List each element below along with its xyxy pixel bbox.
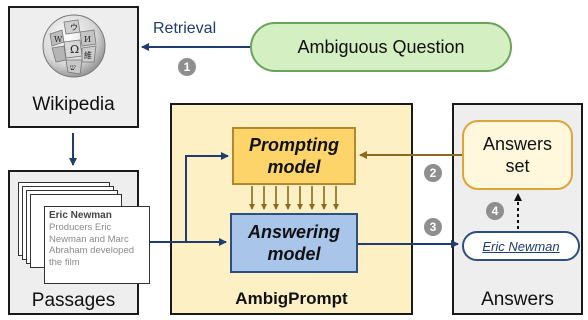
ambiguous-question-box: Ambiguous Question [250,22,512,72]
answering-model-box: Answering model [230,213,358,273]
answers-panel-label: Answers [481,289,554,310]
step-3-badge: 3 [424,218,442,236]
answer-item-text: Eric Newman [482,238,560,254]
passage-document: Eric Newman Producers Eric Newman and Ma… [44,206,150,284]
passage-doc-title: Eric Newman [49,210,112,221]
svg-text:W: W [54,35,63,44]
passage-doc-line-3: Abraham developed [49,245,135,256]
answering-model-line2: model [267,244,321,264]
prompt-arrows [249,186,339,210]
answers-set-box: Answers set [462,120,573,190]
svg-text:И: И [84,35,91,44]
wikipedia-panel: Ω W И ウ 維 ש Wikipedia [8,6,139,128]
prompting-model-box: Prompting model [232,127,356,185]
passage-doc-line-4: the film [49,256,80,268]
svg-text:ש: ש [70,63,76,72]
prompting-model-line2: model [267,157,321,177]
answering-model-line1: Answering [247,222,340,242]
step-4-badge: 4 [486,202,504,220]
ambigprompt-label: AmbigPrompt [235,289,348,308]
passages-to-prompting-arrow [150,152,229,243]
answer-item-pill: Eric Newman [462,231,580,261]
answers-set-line2: set [505,156,530,176]
step-2-badge: 2 [424,164,442,182]
step-1-badge: 1 [178,58,196,76]
prompting-model-line1: Prompting [249,135,339,155]
svg-text:ウ: ウ [70,23,78,32]
wikipedia-label: Wikipedia [32,94,115,115]
passage-doc-line-2: Newman and Marc [49,233,129,245]
answers-set-line1: Answers [482,134,553,154]
wikipedia-globe-icon: Ω W И ウ 維 ש [40,12,108,80]
passages-label: Passages [31,290,116,311]
retrieval-label: Retrieval [153,20,217,37]
ambiguous-question-label: Ambiguous Question [297,36,465,57]
svg-text:Ω: Ω [70,43,79,56]
passage-doc-line-1: Producers Eric [49,222,112,233]
svg-text:維: 維 [84,50,92,60]
